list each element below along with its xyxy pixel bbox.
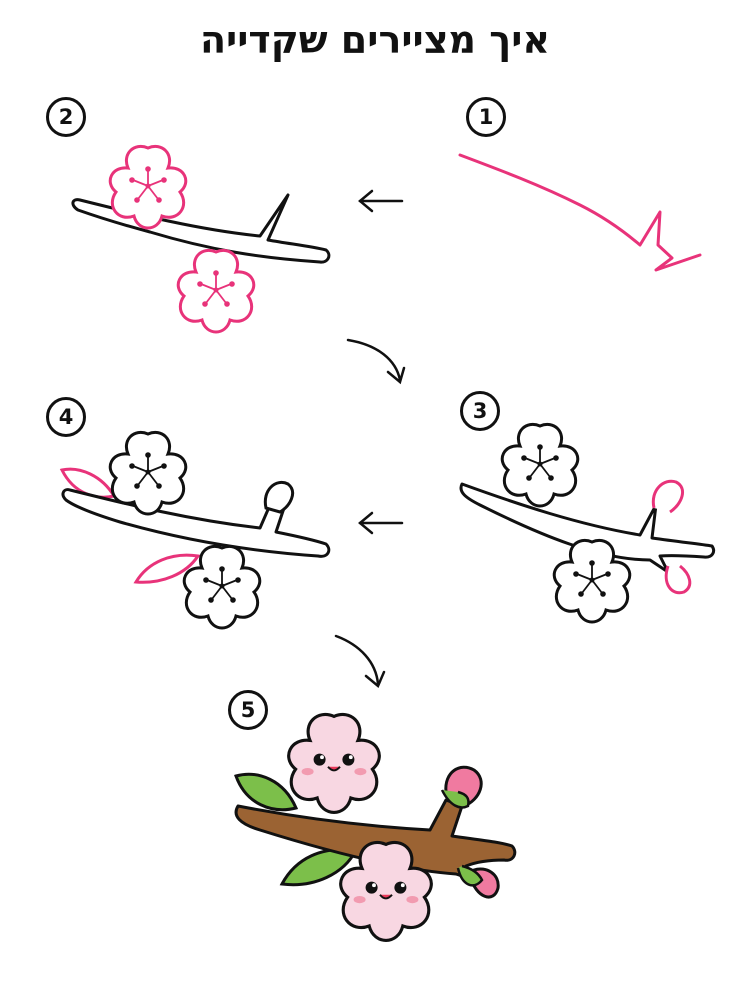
step-number-5: 5 (228, 690, 268, 730)
step-5-drawing (234, 712, 517, 942)
step-3-bud-top (651, 479, 685, 514)
step-number-3: 3 (460, 391, 500, 431)
step-5-bud-top-sepals (440, 789, 470, 809)
step-3-branch (459, 482, 716, 574)
step-1-branch (458, 153, 702, 272)
step-3-bud-bottom (664, 564, 692, 595)
step-4-leaf-bottom (133, 553, 201, 584)
step-4-bud (263, 481, 294, 514)
arrow-left-1 (358, 189, 404, 213)
step-5-leaf-top (234, 772, 299, 812)
arrow-curved-2 (334, 634, 386, 689)
step-number-1: 1 (466, 97, 506, 137)
step-5-bud-bottom-sepals (456, 864, 484, 887)
step-number-2: 2 (46, 97, 86, 137)
page-title: איך מציירים שקדייה (199, 18, 551, 62)
step-4-drawing (59, 430, 331, 630)
step-number-4: 4 (46, 397, 86, 437)
arrow-curved-1 (346, 338, 406, 385)
step-2-drawing (71, 144, 331, 334)
arrow-left-2 (358, 511, 404, 535)
step-5-flower-top (287, 712, 381, 814)
step-4-branch (61, 488, 331, 558)
step-3-drawing (459, 422, 716, 624)
step-1-drawing (458, 153, 702, 272)
step-2-branch (71, 193, 331, 264)
step-5-branch (234, 798, 517, 882)
step-5-flower-bottom (339, 840, 433, 942)
